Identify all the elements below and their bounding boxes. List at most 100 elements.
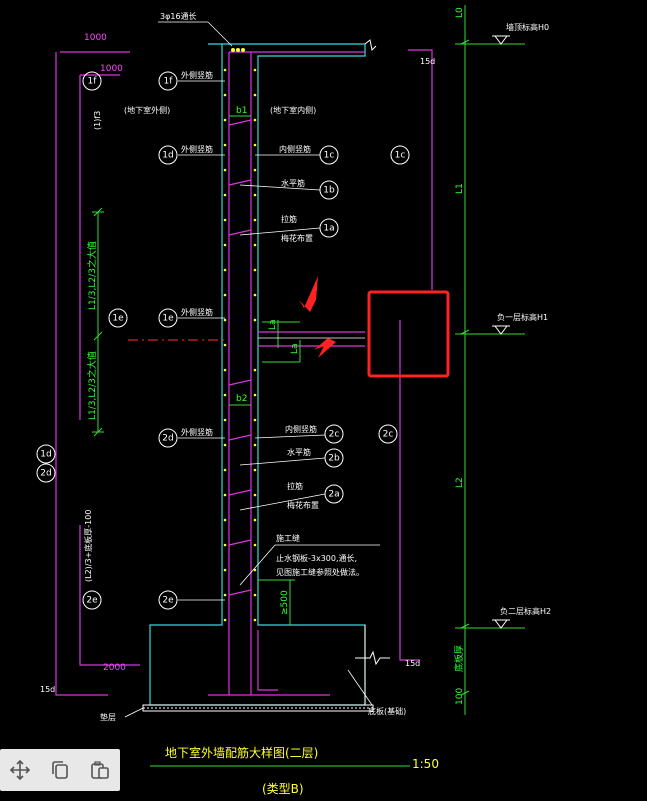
bubble-2d-label: 2d (162, 434, 173, 444)
inner-vert-1: 内侧竖筋 (279, 144, 311, 154)
bubble-2a (324, 484, 344, 504)
bubble-2c-b (378, 424, 398, 444)
bubble-1b (319, 180, 339, 200)
l1-label: L1 (455, 183, 465, 194)
bubble-1d-left-label: 1d (40, 450, 51, 460)
bubble-1a-label: 1a (323, 224, 334, 234)
bubbles: 1f 1f 1d 1c 1c 1b 1a 1e 1e 2d 2c 2c 2b 2… (36, 71, 410, 610)
horiz-2: 水平筋 (287, 447, 311, 457)
dim-1000-top: 1000 (84, 33, 107, 43)
level-top: 墙顶标高H0 (506, 22, 549, 32)
subtitle-text: (类型B) (262, 782, 304, 796)
scale-text: 1:50 (412, 757, 439, 771)
dim-2000: 2000 (103, 663, 126, 673)
leader-lines (124, 80, 380, 718)
title-text: 地下室外墙配筋大样图(二层) (165, 745, 318, 760)
outer-vert-3: 外侧竖筋 (181, 307, 213, 317)
dimension-lines (92, 5, 525, 767)
cushion-layer (142, 704, 374, 712)
tie-2b: 梅花布置 (287, 500, 319, 510)
bubble-2d-left-label: 2d (40, 469, 51, 479)
len-upper: L1/3,L2/3之大值 (86, 241, 98, 310)
dim-1000-inner: 1000 (100, 64, 123, 74)
bubble-1c-b-label: 1c (395, 151, 406, 161)
bubble-2c-b-label: 2c (383, 430, 394, 440)
bubble-2d (158, 428, 178, 448)
rebar-dots (223, 48, 257, 622)
la-label: La (268, 319, 278, 330)
outer-vert-1: 外侧竖筋 (181, 70, 213, 80)
paste-button[interactable] (86, 756, 114, 784)
d15-top: 15d (420, 57, 435, 66)
bubble-2b-label: 2b (328, 454, 340, 464)
outer-vert-2: 外侧竖筋 (181, 144, 213, 154)
bubble-1e-a-label: 1e (112, 314, 124, 324)
drawing-title: 地下室外墙配筋大样图(二层) 1:50 (类型B) (165, 745, 439, 796)
bubble-1f-b-label: 1f (164, 77, 174, 87)
l2-label: L2 (455, 477, 465, 488)
d15-bot: 15d (405, 659, 420, 668)
floating-toolbar (0, 749, 120, 791)
bubble-1a (319, 218, 339, 238)
d15-left: 15d (40, 685, 55, 694)
base-label: 底板(基础) (368, 706, 406, 716)
horiz-1: 水平筋 (281, 178, 305, 188)
bubble-2a-label: 2a (328, 490, 339, 500)
bubble-1e-a (108, 308, 128, 328)
tie-1: 拉筋 (281, 214, 297, 224)
inner-side-label: (地下室内侧) (270, 105, 316, 115)
move-icon (9, 759, 31, 781)
b2-label: b2 (236, 394, 247, 404)
move-button[interactable] (6, 756, 34, 784)
bubble-1c-a (319, 145, 339, 165)
red-arrow-1 (299, 276, 318, 312)
bubble-2e-a (82, 590, 102, 610)
bubble-1c-a-label: 1c (324, 151, 335, 161)
level-2: 负二层标高H2 (500, 606, 551, 616)
bubble-2b (324, 448, 344, 468)
f-thick-label: 底板厚 (453, 645, 465, 672)
outer-vert-4: 外侧竖筋 (181, 427, 213, 437)
break-lines (355, 39, 390, 705)
copy-button[interactable] (46, 756, 74, 784)
bubble-2e-b-label: 2e (162, 596, 174, 606)
la-label-2: La (290, 343, 300, 354)
bubble-1e-b (158, 308, 178, 328)
bubble-2e-b (158, 590, 178, 610)
inner-vert-2: 内侧竖筋 (285, 424, 317, 434)
b1-label: b1 (236, 106, 247, 116)
bubble-1f-a-label: 1f (88, 77, 98, 87)
top-bar-label: 3φ16通长 (160, 11, 197, 21)
dim-500: ≥500 (280, 590, 290, 615)
labels: 3φ16通长 1000 1000 (1)f3 (地下室外侧) (地下室内侧) b… (40, 7, 551, 722)
outer-side-label: (地下室外侧) (124, 105, 170, 115)
joint-title: 施工缝 (276, 533, 300, 543)
rebar (55, 49, 433, 696)
e2-note: (L2)/3+底板厚-100 (83, 510, 93, 582)
len-lower: L1/3,L2/3之大值 (86, 351, 98, 420)
cushion-label: 垫层 (100, 712, 116, 722)
level-1: 负一层标高H1 (497, 312, 548, 322)
red-arrow-2 (314, 338, 336, 358)
bubble-1d (158, 145, 178, 165)
f1-note: (1)f3 (93, 111, 102, 130)
bubble-1d-label: 1d (162, 151, 173, 161)
highlight-box (367, 290, 450, 378)
bubble-2c-a (324, 424, 344, 444)
joint-note-2: 见图施工缝参照处做法。 (276, 567, 364, 577)
l0-label: L0 (455, 7, 465, 18)
wall-outline (149, 43, 366, 706)
bubble-1e-b-label: 1e (162, 314, 174, 324)
paste-icon (91, 761, 109, 779)
bubble-2d-left (36, 463, 56, 483)
joint-note-1: 止水钢板-3x300,通长, (276, 553, 357, 563)
bubble-1f-b (158, 71, 178, 91)
copy-icon (52, 761, 68, 779)
bubble-1d-left (36, 444, 56, 464)
bubble-1b-label: 1b (323, 186, 335, 196)
bubble-2e-a-label: 2e (86, 596, 98, 606)
tie-2: 拉筋 (287, 481, 303, 491)
h100-label: 100 (455, 688, 465, 705)
bubble-1c-b (390, 145, 410, 165)
